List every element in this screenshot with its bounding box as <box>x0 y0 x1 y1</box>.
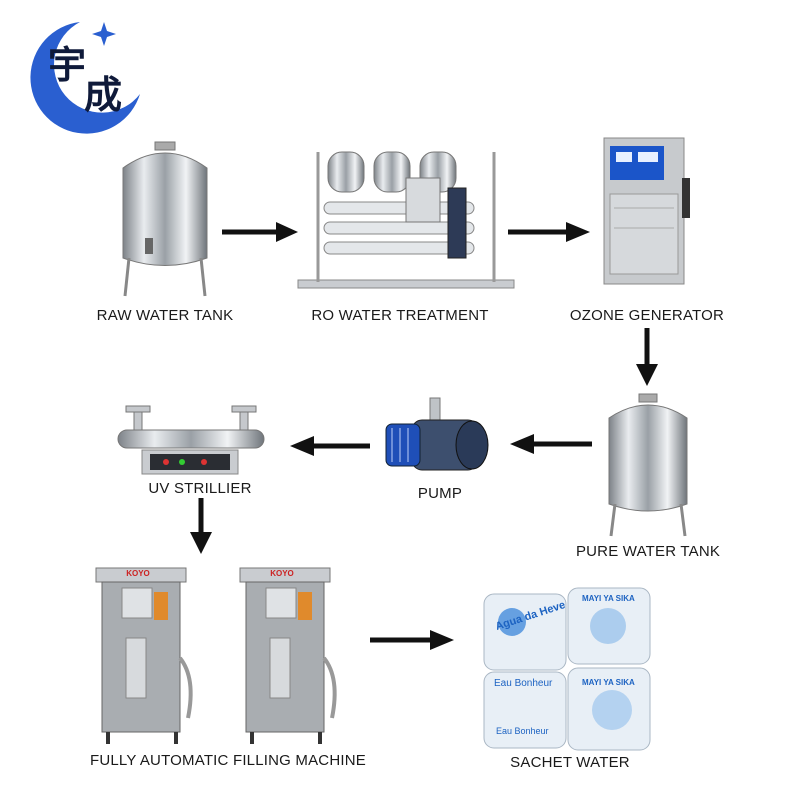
ro-water-treatment-image <box>297 151 515 289</box>
logo-char-1: 宇 <box>48 42 87 87</box>
filling-machine-image-2 <box>239 567 337 744</box>
flow-arrow-left-1 <box>510 434 592 454</box>
uv-sterilizer-image <box>117 405 265 475</box>
flow-arrow-right-2 <box>508 222 590 242</box>
raw-water-tank-image <box>122 141 208 297</box>
sachet-water-image: Agua da Heve MAYI YA SIKA Eau Bonheur MA… <box>482 586 658 754</box>
sachet-bags-graphic <box>483 587 651 751</box>
sachet-text-4: MAYI YA SIKA <box>582 678 635 687</box>
flow-arrow-right-3 <box>370 630 454 650</box>
machine-brand-2: KOYO <box>270 569 294 578</box>
stage-label-ozone-generator: OZONE GENERATOR <box>569 307 725 324</box>
pure-water-tank-image <box>608 393 688 537</box>
stage-label-raw-water-tank: RAW WATER TANK <box>96 307 234 324</box>
flow-arrow-right-1 <box>222 222 298 242</box>
sachet-text-2: MAYI YA SIKA <box>582 594 635 603</box>
flow-arrow-down-2 <box>190 498 212 554</box>
machine-brand-1: KOYO <box>126 569 150 578</box>
sachet-text-3: Eau Bonheur <box>494 678 553 689</box>
pump-image <box>385 397 489 471</box>
logo-crescent-icon <box>30 22 141 134</box>
stage-label-ro-water-treatment: RO WATER TREATMENT <box>311 307 489 324</box>
stage-label-filling-machine: FULLY AUTOMATIC FILLING MACHINE <box>90 752 366 769</box>
flow-arrow-down-1 <box>636 328 658 386</box>
stage-label-sachet-water: SACHET WATER <box>510 754 630 771</box>
logo-char-2: 成 <box>84 72 123 117</box>
ozone-generator-image <box>603 137 690 285</box>
company-logo: 宇 成 <box>18 14 148 134</box>
filling-machine-image-1 <box>95 567 193 744</box>
stage-label-pump: PUMP <box>417 485 463 502</box>
stage-label-uv-sterilizer: UV STRILLIER <box>148 480 252 497</box>
flow-arrow-left-2 <box>290 436 370 456</box>
sachet-text-5: Eau Bonheur <box>496 726 549 736</box>
stage-label-pure-water-tank: PURE WATER TANK <box>575 543 721 560</box>
